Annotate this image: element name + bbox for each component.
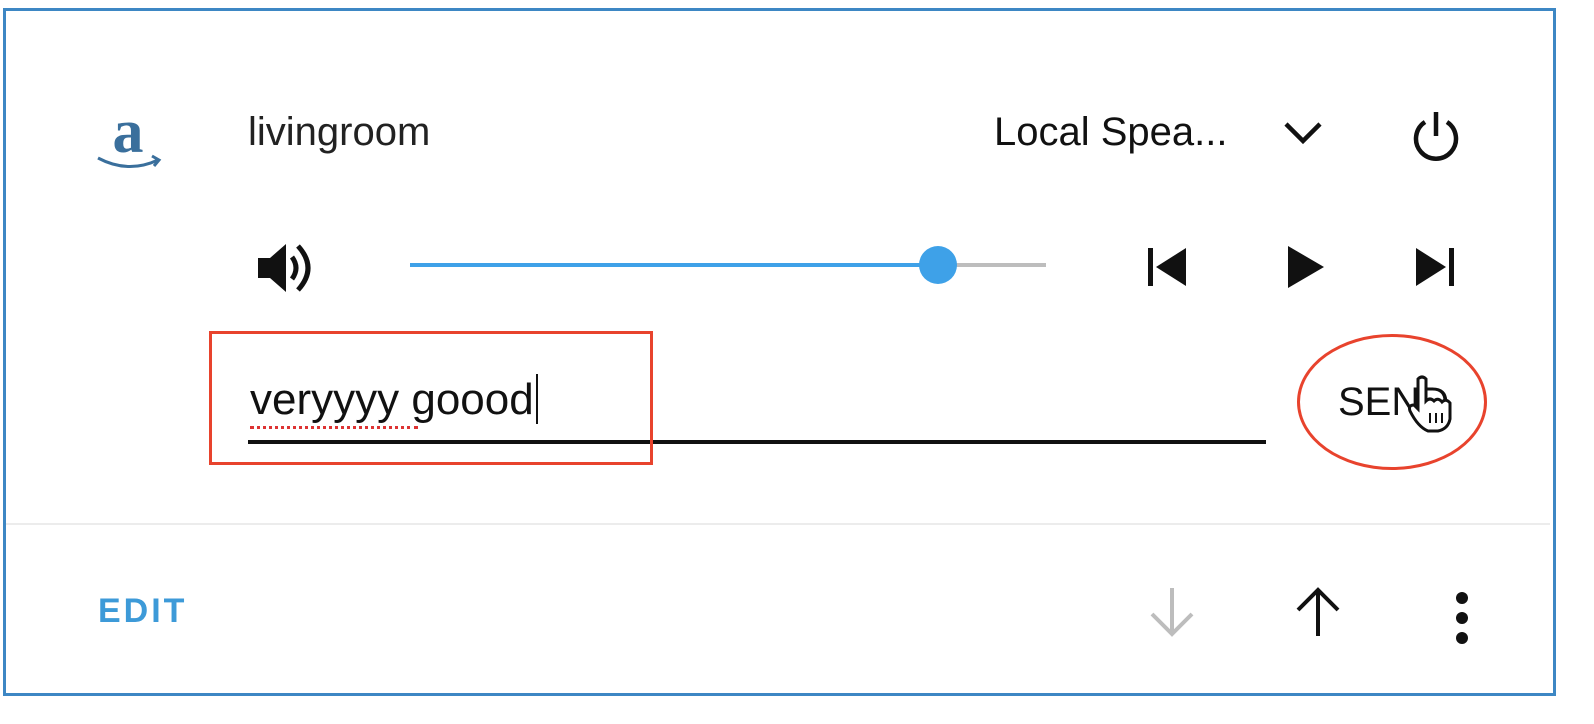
play-icon[interactable] (1284, 244, 1330, 290)
source-select[interactable]: Local Spea... (994, 110, 1228, 154)
chevron-down-icon[interactable] (1282, 118, 1324, 148)
edit-button[interactable]: EDIT (98, 592, 188, 630)
spellcheck-underline (250, 422, 418, 429)
input-highlight-box (209, 331, 653, 465)
media-player-card (3, 8, 1556, 696)
card-divider (6, 523, 1550, 525)
skip-next-icon[interactable] (1412, 244, 1458, 290)
tts-input-value: veryyyy goood (250, 375, 534, 424)
entity-name: livingroom (248, 110, 431, 154)
send-highlight-ellipse (1297, 334, 1487, 470)
power-icon[interactable] (1408, 108, 1464, 164)
svg-text:a: a (113, 100, 144, 166)
volume-slider-fill (410, 263, 938, 267)
skip-previous-icon[interactable] (1146, 244, 1192, 290)
volume-icon[interactable] (256, 240, 320, 296)
more-vertical-icon[interactable] (1448, 590, 1476, 646)
arrow-down-icon[interactable] (1146, 586, 1198, 638)
amazon-logo: a (97, 100, 162, 169)
text-caret (535, 374, 538, 424)
tts-input[interactable]: veryyyy goood (248, 370, 1266, 444)
arrow-up-icon[interactable] (1292, 586, 1344, 638)
volume-slider[interactable] (410, 246, 1046, 284)
volume-slider-thumb[interactable] (918, 246, 957, 284)
